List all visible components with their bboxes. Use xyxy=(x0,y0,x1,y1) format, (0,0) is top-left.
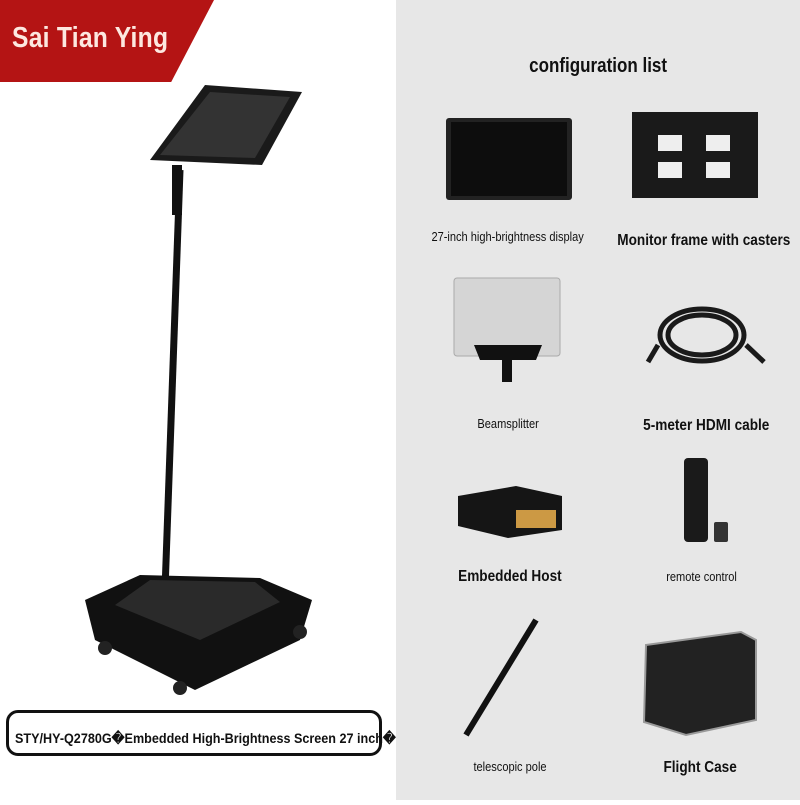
config-item-label: telescopic pole xyxy=(473,759,547,774)
config-item-label: remote control xyxy=(666,569,738,584)
frame-icon xyxy=(632,112,758,198)
config-item-label: 27-inch high-brightness display xyxy=(431,229,585,244)
host-icon xyxy=(458,486,562,538)
config-item-label: 5-meter HDMI cable xyxy=(642,417,770,434)
remote-icon xyxy=(684,458,728,542)
cable-icon xyxy=(645,306,766,364)
config-title: configuration list xyxy=(529,55,667,77)
config-item-label: Beamsplitter xyxy=(477,416,539,431)
pole-icon xyxy=(463,618,539,737)
brand-banner: Sai Tian Ying xyxy=(0,0,214,82)
case-icon xyxy=(642,630,757,737)
config-item-label: Embedded Host xyxy=(458,568,562,585)
glass-icon xyxy=(453,277,561,382)
monitor-icon xyxy=(446,118,572,200)
teleprompter-photo xyxy=(85,85,312,695)
model-label-box: STY/HY-Q2780G�Embedded High-Brightness S… xyxy=(6,710,396,756)
configuration-panel: configuration list 27-inch high-brightne… xyxy=(396,0,800,800)
brand-name: Sai Tian Ying xyxy=(12,22,169,54)
model-label: STY/HY-Q2780G�Embedded High-Brightness S… xyxy=(15,730,396,746)
config-item-label: Flight Case xyxy=(663,759,737,776)
config-item-label: Monitor frame with casters xyxy=(617,232,791,249)
product-photo-panel: Sai Tian Ying STY/HY-Q2780G�Embedded Hig… xyxy=(0,0,396,800)
